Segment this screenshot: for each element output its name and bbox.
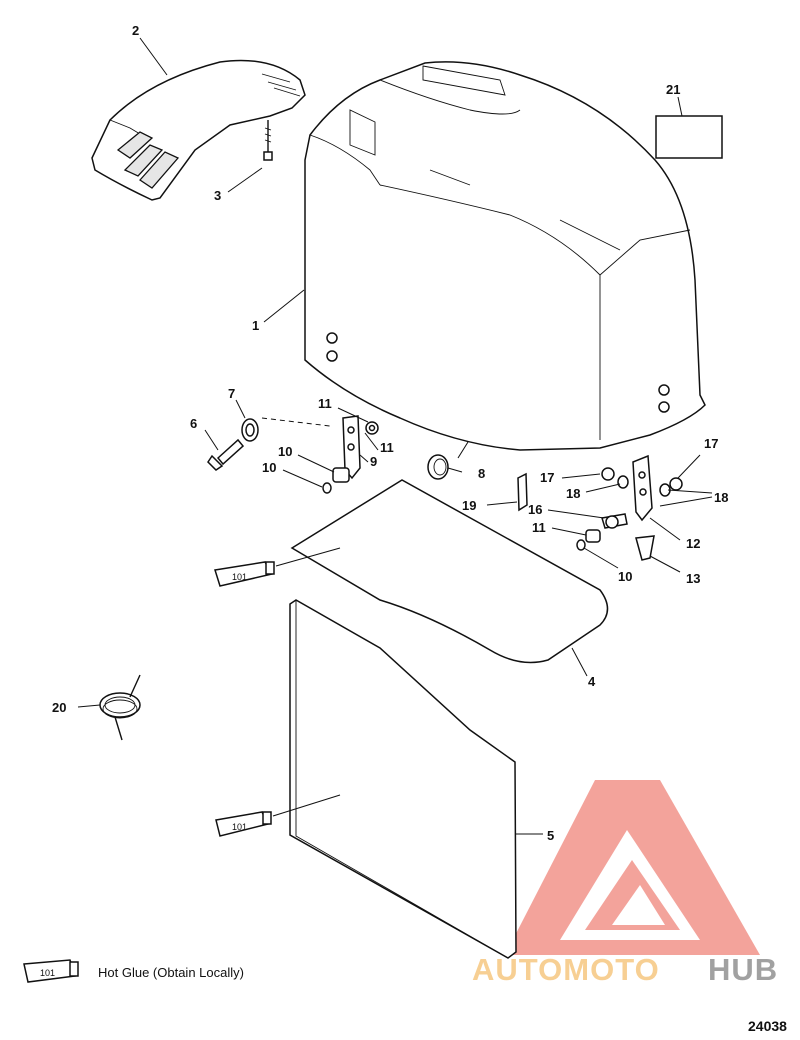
callout-18-a: 18 (566, 486, 580, 501)
legend-code: 101 (40, 968, 55, 978)
part-1-top-cowl (304, 61, 706, 451)
callout-12: 11 (380, 440, 394, 455)
part-10-washer-right (576, 539, 586, 551)
callout-9: 9 (370, 454, 377, 469)
watermark-text: AUTOMOTO HUB (472, 952, 778, 987)
callout-17-a: 17 (540, 470, 554, 485)
part-21-decal (655, 115, 723, 159)
part-20-hose-coil (99, 674, 141, 741)
glue-tube-lower-label: 101 (232, 822, 247, 832)
part-10-washer-left (322, 482, 332, 494)
part-18-washer-a (617, 475, 629, 489)
callout-8: 8 (478, 466, 485, 481)
part-15-clip (635, 535, 655, 561)
callout-18-b: 18 (714, 490, 728, 505)
glue-tube-upper: 101 (214, 547, 341, 587)
part-19-latch (517, 472, 528, 512)
legend-text: Hot Glue (Obtain Locally) (98, 965, 244, 980)
part-8-grommet (427, 454, 449, 480)
part-7-washer (241, 418, 259, 442)
callout-20: 20 (52, 700, 66, 715)
callout-5: 5 (547, 828, 554, 843)
callout-11-left: 10 (278, 444, 292, 459)
part-17-nut-a (601, 467, 615, 481)
callout-16: 16 (528, 502, 542, 517)
part-16-stud (601, 513, 628, 529)
callout-19: 19 (462, 498, 476, 513)
part-12-nut (365, 421, 379, 435)
callout-11-right: 11 (532, 520, 546, 535)
part-11-spacer-right (585, 529, 601, 543)
callout-labels: 2 3 1 21 7 6 11 11 9 10 10 8 19 17 18 16… (52, 23, 728, 843)
glue-tube-upper-label: 101 (232, 572, 247, 582)
callout-2: 2 (132, 23, 139, 38)
part-2-top-cowl-cover (91, 59, 306, 201)
part-4-seal (290, 479, 609, 664)
callout-6: 6 (190, 416, 197, 431)
watermark-logo (505, 780, 760, 955)
callout-3: 3 (214, 188, 221, 203)
part-6-bolt (207, 438, 245, 471)
figure-number: 24038 (748, 1018, 787, 1034)
callout-4: 4 (588, 674, 596, 689)
watermark-text-part1: AUTOMOTO (472, 952, 660, 987)
part-5-panel (289, 599, 517, 959)
callout-10-right: 10 (618, 569, 632, 584)
callout-21: 21 (666, 82, 680, 97)
glue-tube-lower: 101 (215, 794, 341, 837)
callout-10-left: 10 (262, 460, 276, 475)
part-11-spacer-left (332, 467, 350, 483)
part-17-nut-b (669, 477, 683, 491)
watermark-text-part2: HUB (708, 952, 778, 987)
callout-1: 1 (252, 318, 259, 333)
callout-14: 12 (686, 536, 700, 551)
callout-15: 13 (686, 571, 700, 586)
leader-lines (77, 37, 713, 835)
callout-7: 7 (228, 386, 235, 401)
legend: 101 Hot Glue (Obtain Locally) (23, 959, 244, 983)
part-14-bracket (632, 454, 653, 522)
part-3-screw (263, 120, 273, 161)
callout-17-b: 17 (704, 436, 718, 451)
callout-13: 11 (318, 396, 332, 411)
